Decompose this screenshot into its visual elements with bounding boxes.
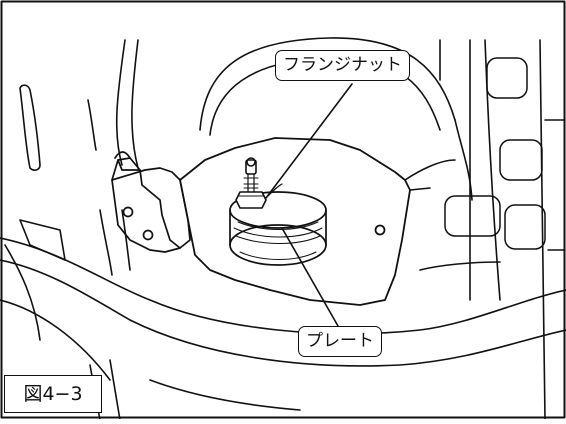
flange-nut-assembly (235, 157, 283, 209)
callout-plate: プレート (298, 326, 382, 357)
leader-lines (265, 83, 353, 327)
left-strut (19, 39, 139, 276)
callout-flange-nut: フランジナット (275, 50, 410, 81)
leader-flange-nut (265, 83, 353, 199)
leader-plate (281, 227, 339, 327)
mount-cylinder (229, 191, 327, 266)
lower-panel-lines (0, 159, 566, 421)
right-panel-slots (444, 57, 566, 251)
left-bracket (111, 151, 191, 253)
figure-number: 図4−3 (4, 375, 102, 413)
mount-plate (179, 137, 411, 306)
